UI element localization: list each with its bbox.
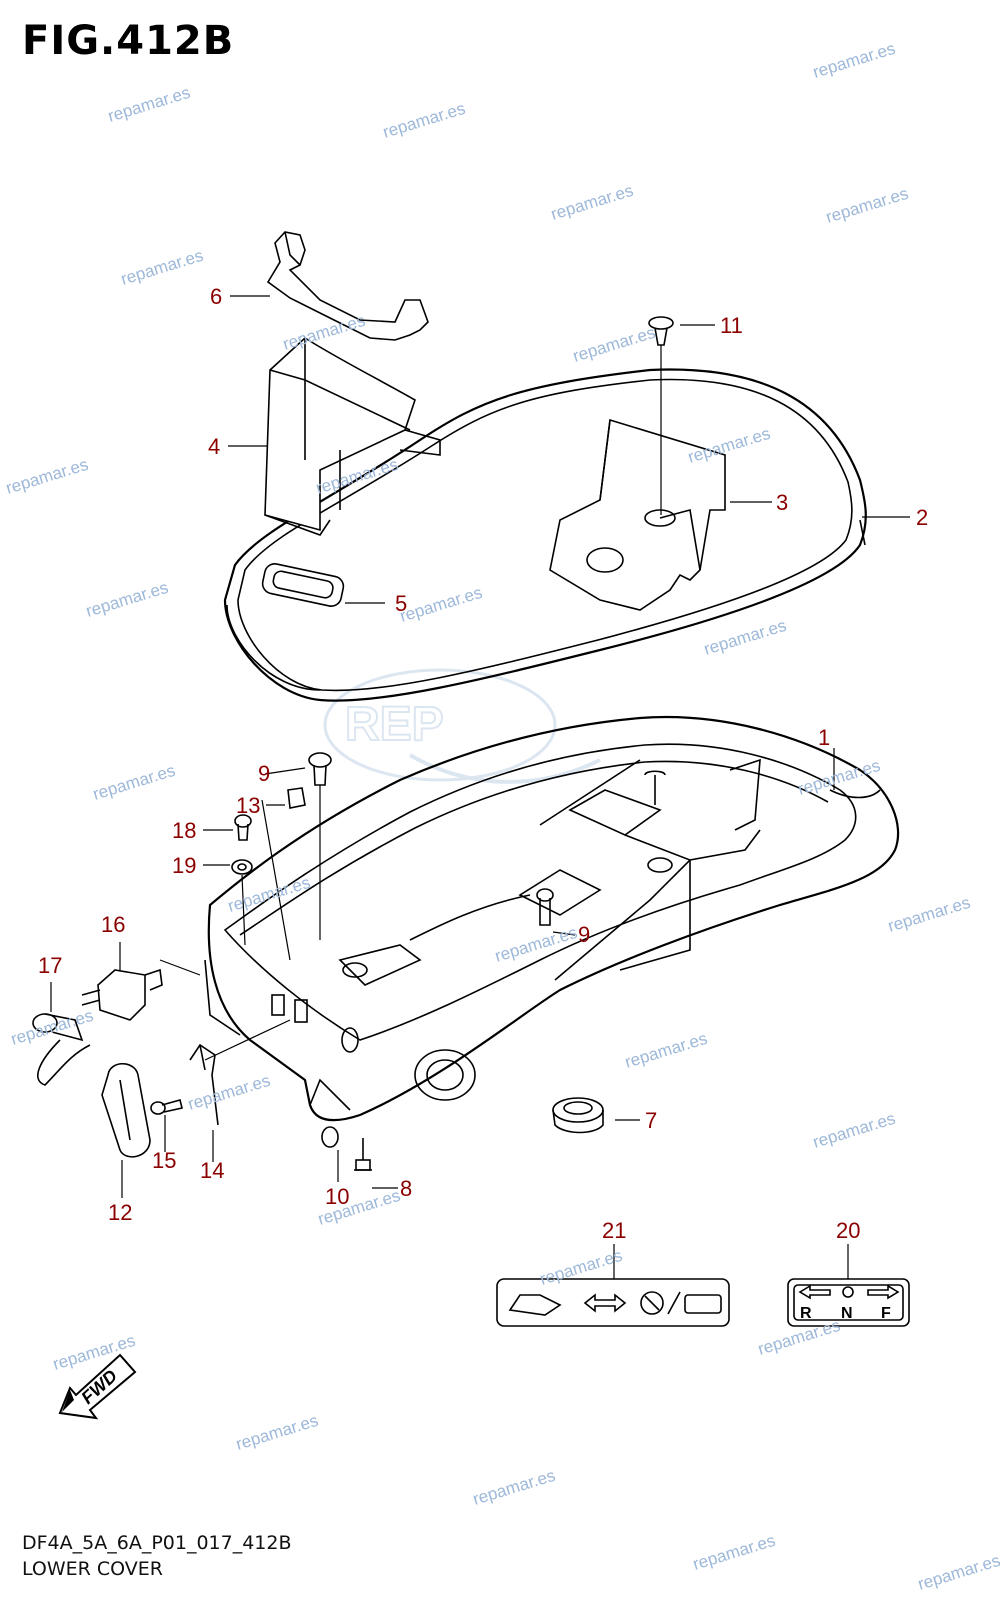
label-part-2: 2 (916, 505, 928, 530)
decal-20-n: N (841, 1305, 853, 1322)
label-part-18: 18 (172, 818, 196, 843)
watermark-text: repamar.es (824, 184, 911, 227)
watermark-text: repamar.es (226, 873, 313, 916)
watermark-text: repamar.es (471, 1466, 558, 1509)
figure-caption: LOWER COVER (22, 1558, 163, 1580)
watermark-text: repamar.es (702, 616, 789, 659)
part-13-clip (261, 787, 306, 961)
part-18-screw (234, 814, 252, 841)
watermark-text: repamar.es (811, 1109, 898, 1152)
part-19-washer (231, 859, 253, 946)
label-part-1: 1 (818, 725, 830, 750)
watermark-text: repamar.es (686, 424, 773, 467)
part-21-decal (496, 1278, 730, 1327)
watermark-text: repamar.es (916, 1551, 1000, 1594)
part-17-lanyard-clip (32, 1013, 91, 1086)
label-part-9-lower: 9 (578, 922, 590, 947)
label-part-5: 5 (395, 591, 407, 616)
figure-title: FIG.412B (22, 18, 235, 64)
label-part-19: 19 (172, 853, 196, 878)
part-11-screw (648, 316, 674, 515)
leader-lines (50, 295, 910, 1279)
watermark-text: repamar.es (119, 246, 206, 289)
part-8-bolt (354, 1138, 372, 1171)
watermark-text: repamar.es (281, 311, 368, 354)
watermark-text: repamar.es (106, 83, 193, 126)
label-part-3: 3 (776, 490, 788, 515)
label-part-10: 10 (325, 1184, 349, 1209)
part-16-switch (81, 959, 201, 1021)
part-7-grommet (552, 1097, 604, 1134)
part-10-plug (321, 1126, 339, 1148)
label-part-16: 16 (101, 912, 125, 937)
watermark-text: repamar.es (4, 455, 91, 498)
watermark-text: repamar.es (234, 1411, 321, 1454)
label-part-17: 17 (38, 953, 62, 978)
watermark-logo-text: REP (345, 698, 444, 751)
watermark-text: repamar.es (811, 39, 898, 82)
watermark-text: repamar.es (381, 99, 468, 142)
label-part-14: 14 (200, 1158, 224, 1183)
watermark-text: repamar.es (691, 1531, 778, 1574)
watermark-text: repamar.es (493, 923, 580, 966)
label-part-8: 8 (400, 1176, 412, 1201)
label-part-11: 11 (720, 313, 743, 338)
part-12-cover (101, 1062, 151, 1158)
label-part-21: 21 (602, 1218, 626, 1243)
label-part-15: 15 (152, 1148, 176, 1173)
watermark-text: repamar.es (796, 756, 883, 799)
label-part-12: 12 (108, 1200, 132, 1225)
watermark-text: repamar.es (186, 1071, 273, 1114)
label-part-9-upper: 9 (258, 761, 270, 786)
part-labels: 1 2 3 4 5 6 7 8 9 9 10 11 12 13 14 15 16… (38, 284, 928, 1243)
watermarks: repamar.es repamar.es repamar.es repamar… (4, 39, 1000, 1594)
part-4-intake-duct (264, 336, 441, 536)
watermark-logo: REP (323, 668, 601, 784)
label-part-20: 20 (836, 1218, 860, 1243)
part-2-seal-rim (223, 368, 867, 702)
label-part-4: 4 (208, 434, 220, 459)
part-5-grommet (261, 563, 345, 607)
part-9-bolt-lower (536, 888, 554, 926)
label-part-7: 7 (645, 1108, 657, 1133)
watermark-text: repamar.es (623, 1029, 710, 1072)
part-20-decal: R N F (787, 1278, 910, 1327)
part-6-bracket (266, 231, 429, 341)
watermark-text: repamar.es (91, 761, 178, 804)
watermark-text: repamar.es (84, 578, 171, 621)
part-1-lower-cover (204, 715, 900, 1122)
label-part-13: 13 (236, 793, 260, 818)
figure-code: DF4A_5A_6A_P01_017_412B (22, 1532, 292, 1554)
watermark-text: repamar.es (886, 893, 973, 936)
watermark-text: repamar.es (571, 323, 658, 366)
label-part-6: 6 (210, 284, 222, 309)
part-14-spring (189, 1019, 291, 1126)
part-9-bolt-upper (308, 752, 332, 940)
part-3-shield (549, 418, 726, 611)
watermark-text: repamar.es (9, 1006, 96, 1049)
decal-20-f: F (881, 1305, 891, 1322)
watermark-text: repamar.es (549, 181, 636, 224)
watermark-text: repamar.es (398, 583, 485, 626)
decal-20-r: R (800, 1305, 812, 1322)
part-15-screw (150, 1099, 183, 1115)
